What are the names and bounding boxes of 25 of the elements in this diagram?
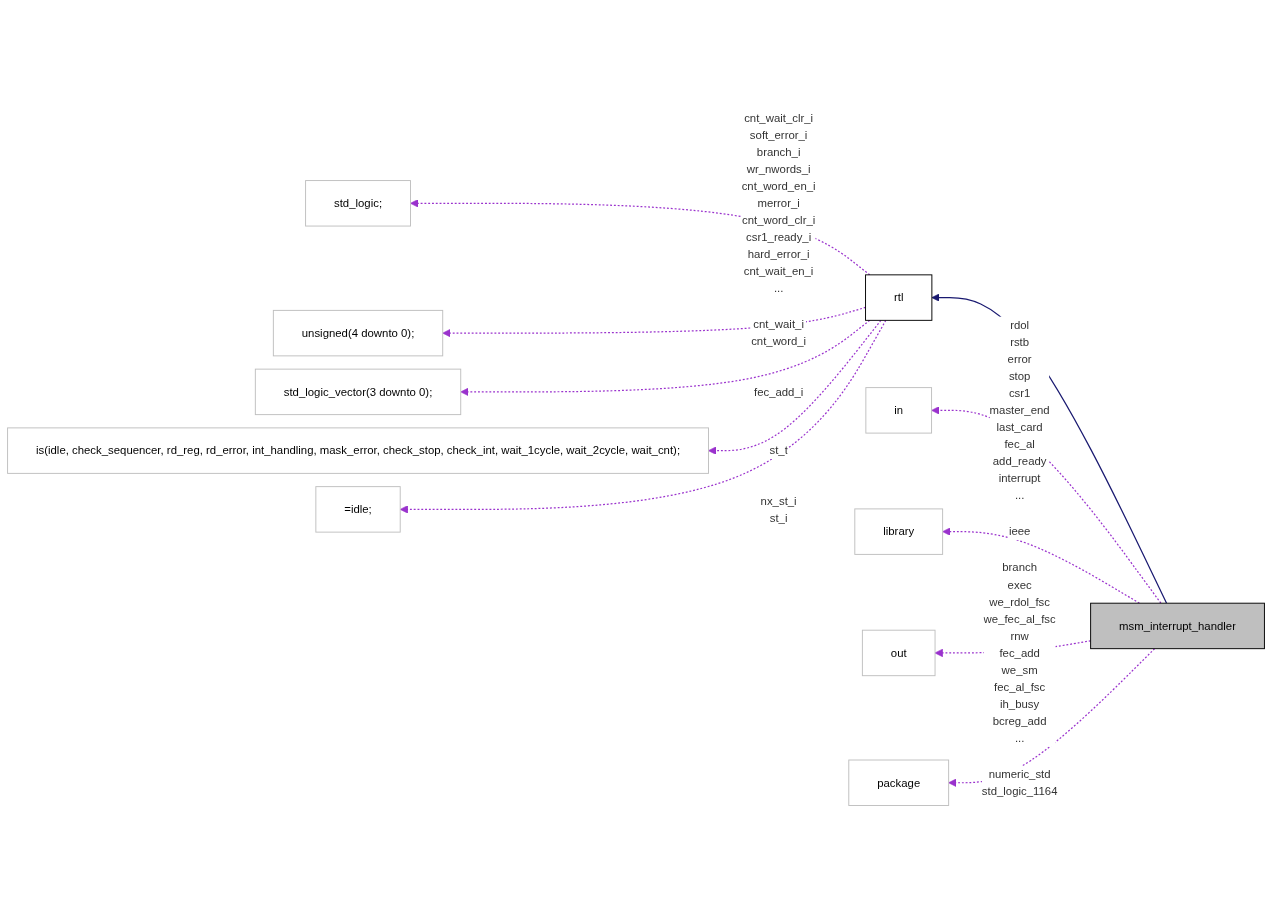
edge-label: rdol rstb error stop csr1 master_end last_card fec_al add_ready interrupt ... [989, 318, 1050, 503]
arrow [942, 527, 1141, 604]
node-box: library [854, 508, 944, 555]
arrow [442, 306, 867, 338]
edge-label: cnt_wait_clr_i soft_error_i branch_i wr_nwords_i cnt_word_en_i merror_i cnt_word_clr_i csr1_ready_i hard_error_i cnt_wait_en_i ... [741, 111, 816, 296]
node-box: rtl [865, 274, 933, 321]
node-box: msm_interrupt_handler [1090, 602, 1265, 650]
node-box: is(idle, check_sequencer, rd_reg, rd_error, int_handling, mask_error, check_stop, check_int, wait_1cycle, wait_2cycle, wait_cnt); [7, 427, 709, 474]
arrow [931, 406, 1162, 604]
node-box: package [848, 759, 950, 806]
edge-label: numeric_std std_logic_1164 [981, 767, 1058, 798]
node-box: =idle; [315, 486, 401, 533]
node-box: out [861, 629, 936, 677]
edge-label: ieee [1008, 525, 1031, 539]
arrow [708, 319, 882, 455]
node-box: in [865, 387, 933, 434]
edge-label: nx_st_i st_i [760, 494, 797, 525]
arrow [399, 319, 887, 514]
node-box: std_logic_vector(3 downto 0); [254, 368, 462, 416]
node-box: unsigned(4 downto 0); [272, 309, 444, 357]
edge-label: branch exec we_rdol_fsc we_fec_al_fsc rnw fec_add we_sm fec_al_fsc ih_busy bcreg_add ... [983, 561, 1056, 745]
edge-label: cnt_wait_i cnt_word_i [751, 317, 807, 349]
node-box: std_logic; [305, 180, 411, 227]
edge-label: st_t [769, 444, 788, 458]
edge-label: fec_add_i [753, 385, 804, 399]
